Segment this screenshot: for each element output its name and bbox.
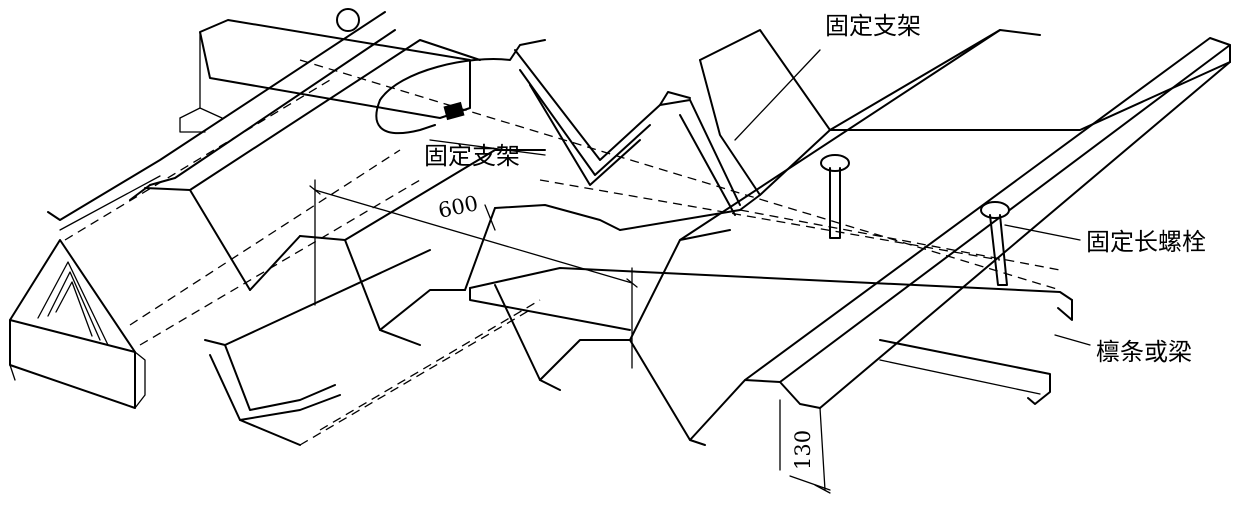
long-bolt-2 bbox=[980, 201, 1010, 286]
panel-rib-left bbox=[47, 8, 396, 231]
leader-lines bbox=[429, 49, 1091, 346]
cutaway-bracket bbox=[375, 39, 741, 216]
dimension-600-label: 600 bbox=[436, 191, 480, 223]
back-purlin bbox=[179, 19, 471, 133]
left-end-closure bbox=[9, 239, 146, 409]
dimension-130-label: 130 bbox=[791, 430, 815, 470]
label-fixed-bracket-middle: 固定支架 bbox=[424, 142, 520, 170]
hidden-lines bbox=[64, 59, 1061, 446]
panel-lower-edge bbox=[204, 249, 431, 446]
panel-ridges bbox=[144, 29, 1231, 446]
long-bolt-1 bbox=[820, 154, 850, 239]
label-purlin-or-beam: 檩条或梁 bbox=[1096, 338, 1192, 366]
front-purlin bbox=[469, 267, 1073, 405]
label-fixed-bracket-top: 固定支架 bbox=[825, 12, 921, 40]
label-long-bolt: 固定长螺栓 bbox=[1086, 228, 1206, 256]
dimension-130: 130 bbox=[779, 399, 831, 494]
